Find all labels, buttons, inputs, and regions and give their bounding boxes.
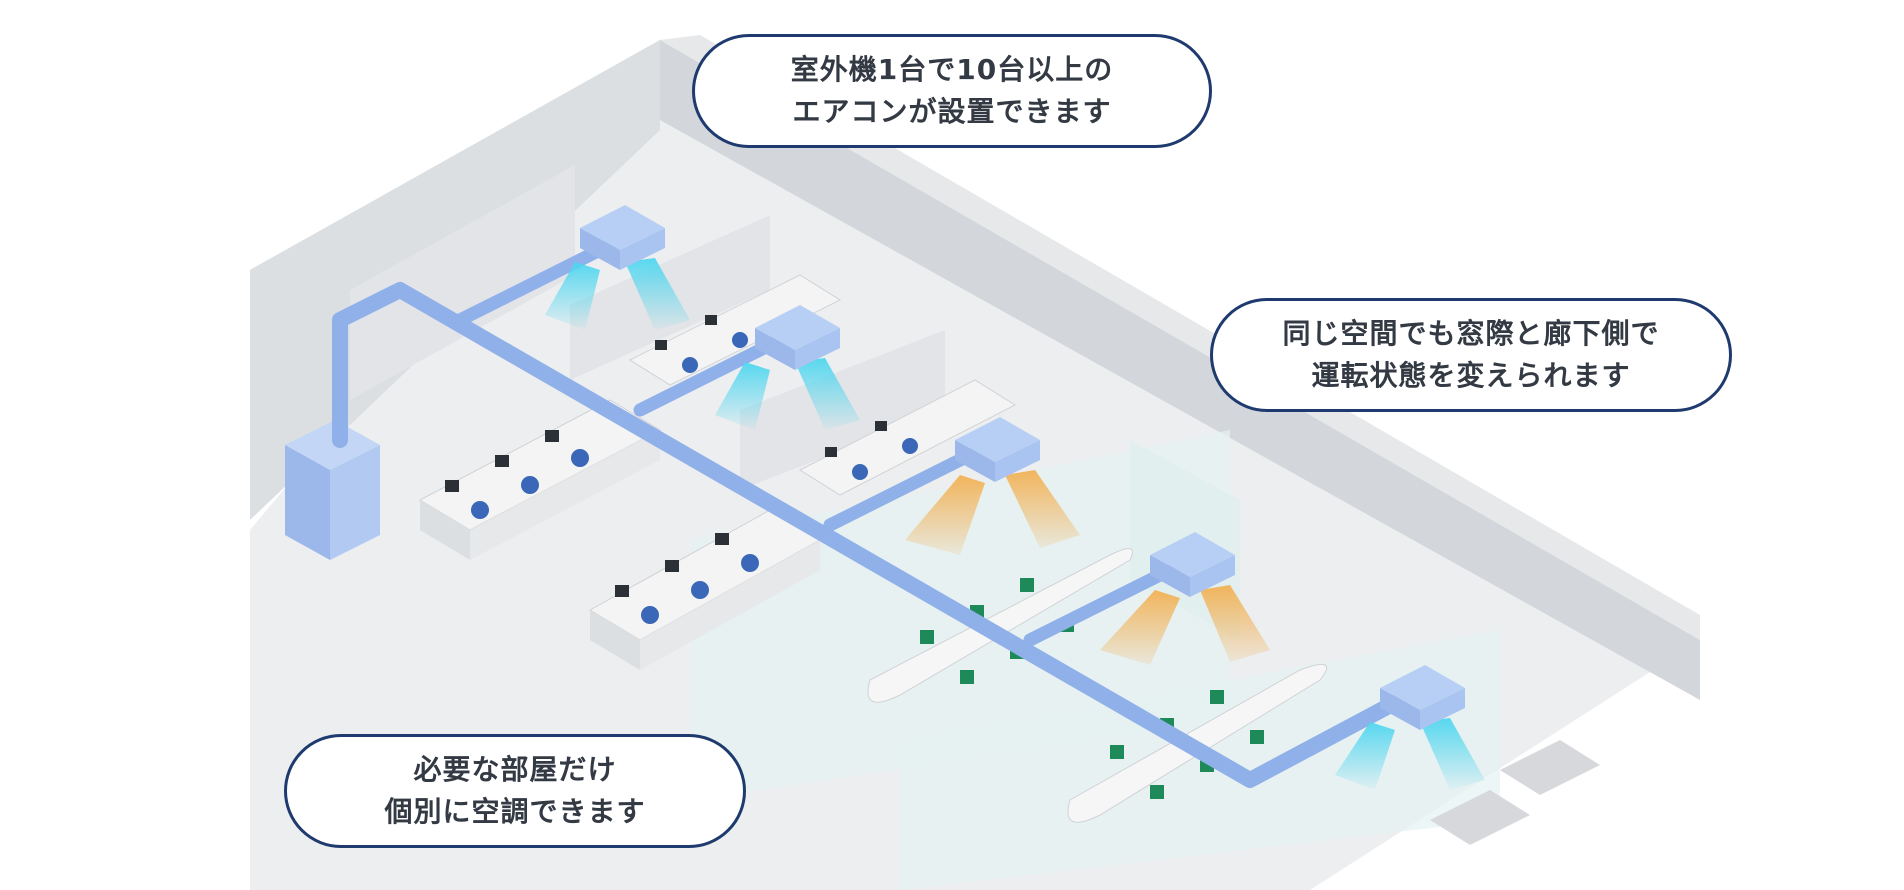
- callout-text-line: 室外機1台で10台以上の: [790, 53, 1114, 86]
- callout-individual-rooms: 必要な部屋だけ 個別に空調できます: [284, 734, 746, 848]
- callout-text-line: 必要な部屋だけ: [413, 753, 617, 786]
- callout-text-line: 同じ空間でも窓際と廊下側で: [1282, 317, 1660, 350]
- warm-airflow: [1200, 585, 1270, 662]
- cool-airflow: [1420, 718, 1485, 790]
- indoor-unit: [1335, 665, 1485, 790]
- callout-text-line: 運転状態を変えられます: [1311, 359, 1631, 392]
- warm-airflow: [1005, 470, 1080, 548]
- right-wall-top: [660, 35, 1700, 640]
- cool-airflow: [625, 258, 690, 330]
- cool-airflow: [795, 358, 860, 430]
- indoor-unit: [905, 417, 1080, 555]
- warm-airflow: [905, 475, 985, 555]
- outdoor-unit: [285, 420, 380, 560]
- desk-island: [418, 399, 662, 560]
- callout-zone-control: 同じ空間でも窓際と廊下側で 運転状態を変えられます: [1210, 298, 1732, 412]
- desk-island: [798, 379, 1017, 496]
- indoor-unit: [715, 305, 860, 430]
- indoor-unit: [545, 205, 690, 330]
- partition-panel: [350, 165, 575, 400]
- callout-multi-unit: 室外機1台で10台以上の エアコンが設置できます: [692, 34, 1212, 148]
- sofa-set: [1430, 740, 1600, 845]
- desk-island: [628, 274, 842, 386]
- desk-island: [589, 509, 821, 670]
- cool-airflow: [1335, 722, 1395, 790]
- right-wall: [660, 40, 1700, 700]
- callout-text-line: エアコンが設置できます: [792, 95, 1112, 128]
- warm-airflow: [1100, 590, 1180, 665]
- cool-airflow: [715, 362, 770, 430]
- indoor-unit: [1100, 532, 1270, 665]
- cool-airflow: [545, 262, 600, 330]
- callout-text-line: 個別に空調できます: [384, 795, 646, 828]
